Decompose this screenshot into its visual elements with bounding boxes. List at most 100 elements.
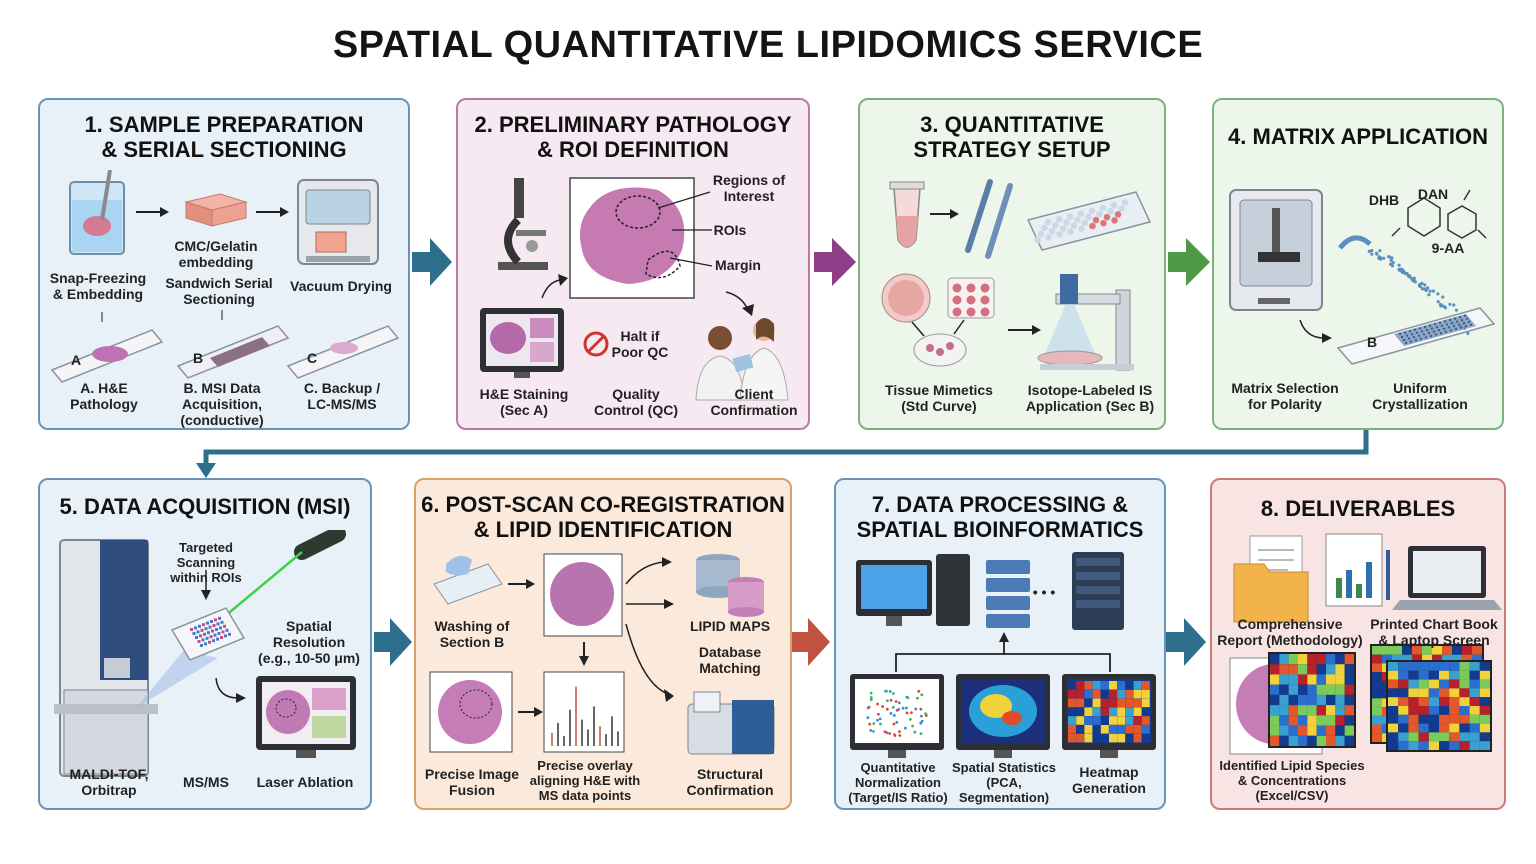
label-rois: ROIs (713, 222, 747, 238)
heatmap-cell (1459, 723, 1470, 733)
heatmap-cell (1279, 664, 1289, 675)
heatmap-cell (1479, 679, 1490, 689)
scientists-icon (695, 318, 789, 401)
heatmap-cell (1133, 733, 1142, 743)
heatmap-cell (1092, 733, 1101, 743)
heatmap-cell (1428, 697, 1439, 706)
label-lipid-maps: LIPID MAPS (689, 618, 771, 634)
scan-pixel (214, 618, 217, 622)
heatmap-cell (1326, 684, 1336, 695)
heatmap-cell (1388, 679, 1399, 689)
heatmap-cell (1133, 698, 1142, 708)
scatter-point (869, 696, 873, 699)
heatmap-cell (1432, 654, 1442, 664)
arrow-5-6 (374, 618, 412, 666)
heatmap-cell (1439, 723, 1450, 733)
heatmap-cell (1100, 716, 1109, 725)
heatmap-cell (1288, 694, 1298, 706)
heatmap-cell (1479, 697, 1490, 706)
scan-pixel (224, 634, 227, 638)
heatmap-cell (1279, 684, 1289, 695)
scatter-point (911, 724, 914, 728)
heatmap-cell (1479, 688, 1490, 698)
plate-well (1085, 213, 1092, 221)
crystal-dot (1408, 330, 1412, 333)
heatmap-cell (1288, 715, 1298, 726)
arrow-3-4 (1168, 238, 1210, 286)
heatmap-cell (1422, 654, 1432, 664)
panel-7-title-line2: SPATIAL BIOINFORMATICS (856, 517, 1144, 542)
spray-dot (1399, 267, 1403, 271)
label-margin: Margin (715, 257, 761, 273)
heatmap-cell (1270, 654, 1280, 665)
heatmap-cell (1439, 697, 1450, 706)
scatter-point (919, 732, 923, 736)
crystal-dot (1402, 338, 1406, 342)
label-printed-chart-book: Printed Chart Book& Laptop Screen (1370, 616, 1498, 648)
heatmap-cell (1084, 725, 1093, 734)
plate-well (1121, 199, 1129, 206)
plate-well (1056, 231, 1063, 238)
scatter-point (898, 734, 902, 737)
heatmap-cell (1316, 674, 1326, 685)
co-registration-illustration (429, 553, 775, 755)
heatmap-cell (1469, 723, 1480, 733)
heatmap-cell (1398, 706, 1409, 715)
scatter-point (888, 690, 892, 693)
panel-4-title: 4. MATRIX APPLICATION (1228, 124, 1488, 149)
scatter-point (919, 707, 923, 711)
heatmap-cell (1092, 716, 1101, 725)
scan-pixel (195, 636, 198, 639)
crystal-dot (1442, 327, 1446, 330)
crystal-dot (1434, 333, 1438, 336)
monitor-he-icon (480, 308, 564, 378)
scatter-point (914, 707, 918, 711)
scatter-point (920, 693, 924, 697)
laser-icon (217, 530, 346, 623)
panel-quantitative-strategy: 3. QUANTITATIVE STRATEGY SETUP (858, 98, 1166, 430)
matrix-illustration (1229, 189, 1496, 365)
mimetic-well (966, 295, 976, 305)
heatmap-cell (1428, 741, 1439, 750)
scan-pixel (212, 639, 215, 643)
scatter-point (892, 722, 896, 726)
scatter-point (885, 699, 889, 703)
spray-dot (1420, 287, 1425, 291)
heatmap-cell (1270, 664, 1280, 675)
scatter-point (872, 729, 875, 733)
crystal-dot (1462, 322, 1466, 325)
heatmap-cell (1270, 725, 1280, 736)
scatter-point (924, 712, 927, 716)
scatter-point (879, 722, 882, 726)
heatmap-cell (1100, 707, 1109, 716)
panel-1-title-line1: 1. SAMPLE PREPARATION (84, 112, 364, 137)
heatmap-cell (1092, 681, 1101, 690)
crystal-dot (1420, 330, 1424, 333)
panel-5-title: 5. DATA ACQUISITION (MSI) (59, 494, 351, 519)
heatmap-cell (1117, 716, 1126, 725)
heatmap-cell (1459, 688, 1470, 698)
scatter-point (881, 705, 885, 708)
heatmap-cell (1388, 714, 1399, 724)
scan-pixel (208, 625, 212, 629)
heatmap-cell (1408, 662, 1419, 671)
spray-dot (1427, 293, 1431, 297)
mimetic-well (980, 283, 990, 293)
heatmap-cell (1076, 681, 1085, 690)
panel-data-processing: 7. DATA PROCESSING & SPATIAL BIOINFORMAT… (834, 478, 1166, 810)
plate-well (1110, 201, 1118, 209)
scan-pixel (210, 620, 213, 623)
heatmap-cell (1408, 732, 1419, 742)
heatmap-cell (1316, 705, 1326, 716)
heatmap-cell (1133, 716, 1142, 725)
arrow-6-7 (792, 618, 830, 666)
plate-well (1034, 236, 1041, 244)
label-laser-ablation: Laser Ablation (256, 774, 354, 790)
heatmap-cell (1279, 735, 1289, 746)
plate-well (1111, 217, 1118, 224)
panel-1-title-line2: & SERIAL SECTIONING (101, 137, 347, 162)
heatmap-cell (1270, 735, 1280, 746)
scan-pixel (216, 622, 220, 626)
